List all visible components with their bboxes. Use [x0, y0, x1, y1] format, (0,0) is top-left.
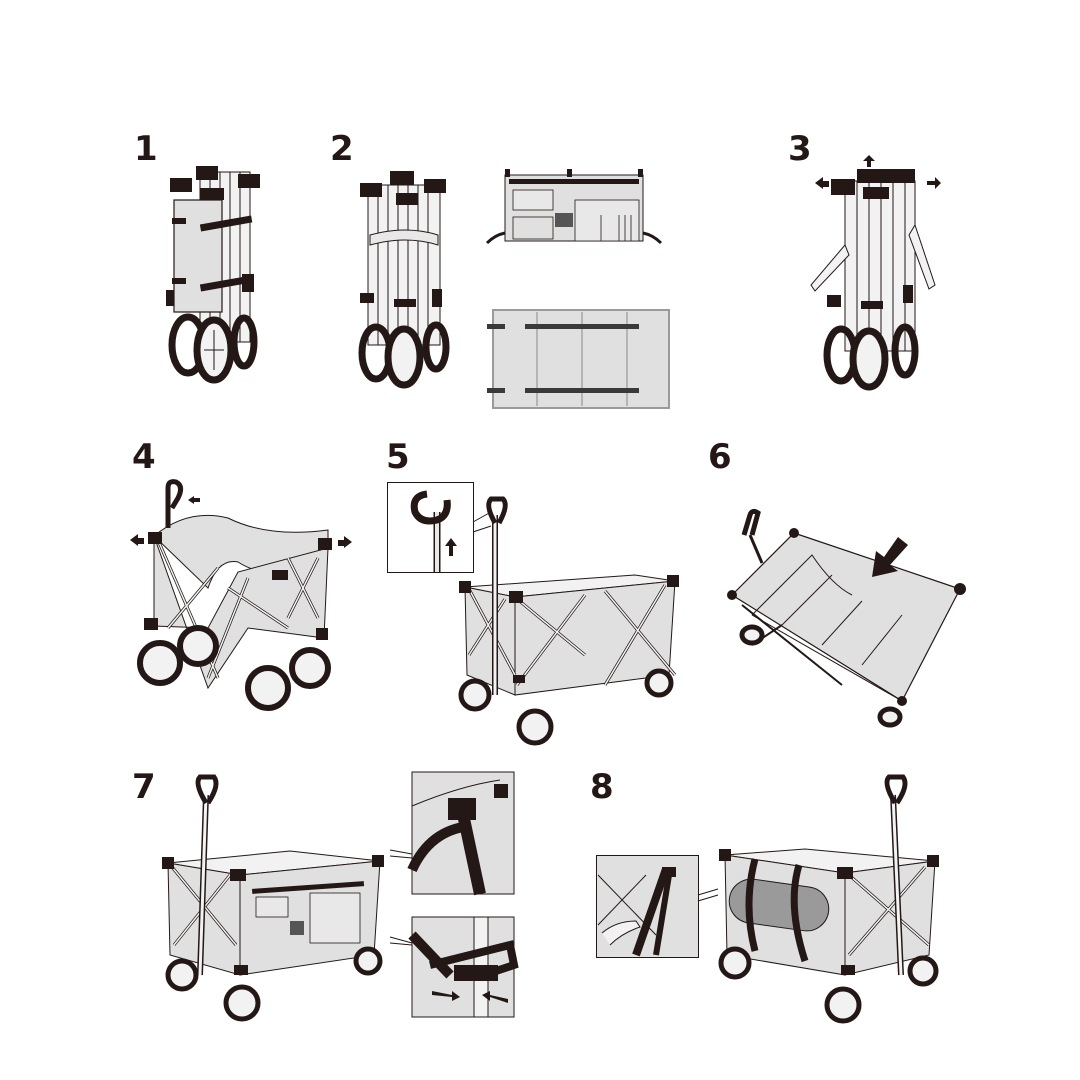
wagon-opening-illustration	[128, 478, 358, 713]
folded-wagon-release-illustration	[805, 155, 955, 391]
step-number-5: 5	[386, 437, 410, 477]
bottom-panel-illustration	[485, 308, 675, 410]
buckle-inset-top	[389, 770, 516, 896]
step-number-3: 3	[788, 129, 812, 169]
step-number-8: 8	[590, 767, 614, 807]
rolled-mat	[728, 878, 830, 932]
folded-wagon-unstrapped-illustration	[356, 165, 456, 390]
wagon-with-mat-illustration	[715, 774, 945, 1030]
down-arrow-icon	[872, 537, 908, 577]
handle-inset-box	[387, 482, 497, 577]
strap-tighten-inset	[596, 855, 721, 960]
step-number-2: 2	[330, 129, 354, 169]
wagon-unfolded-illustration	[455, 495, 685, 750]
step-number-7: 7	[132, 767, 156, 807]
folded-wagon-strapped-illustration	[160, 160, 270, 385]
step-number-1: 1	[134, 129, 158, 169]
step-number-4: 4	[132, 437, 156, 477]
wagon-bottom-panel-insert-illustration	[722, 505, 972, 735]
wagon-with-organizer-illustration	[160, 774, 390, 1030]
side-organizer-panel-illustration	[485, 165, 665, 245]
up-arrow-icon	[445, 538, 457, 556]
buckle-inset-bottom	[389, 915, 519, 1019]
step-number-6: 6	[708, 437, 732, 477]
